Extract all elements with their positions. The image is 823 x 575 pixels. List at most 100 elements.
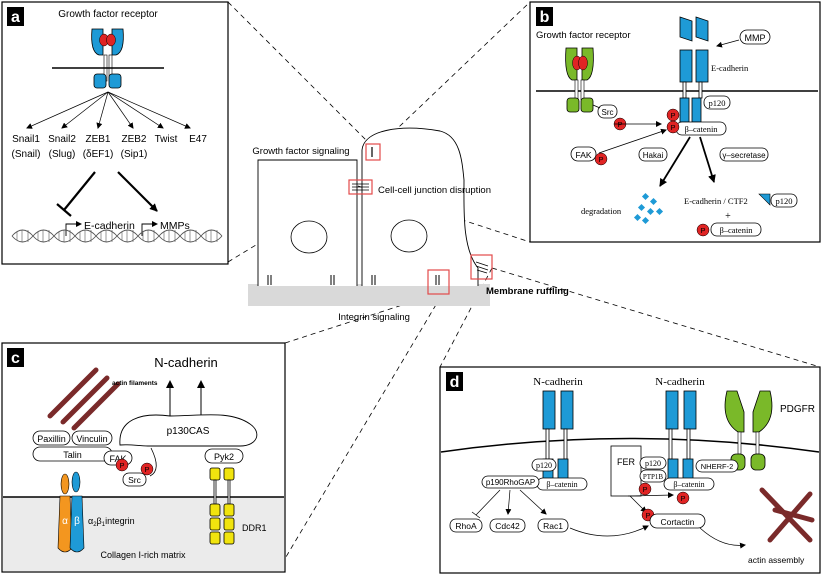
actin-cross-icon bbox=[759, 487, 815, 543]
fer-to-cortactin-arrow bbox=[629, 495, 647, 513]
d-p120-1-label: p120 bbox=[536, 461, 552, 470]
tf-zeb2: ZEB2 bbox=[121, 134, 146, 145]
highlight-box-junction bbox=[348, 179, 373, 195]
mmp-label: MMP bbox=[745, 33, 766, 43]
talin-label: Talin bbox=[63, 450, 82, 460]
tf-alias-snail: (Snail) bbox=[12, 149, 41, 160]
tf-twist: Twist bbox=[155, 134, 178, 145]
fer-label: FER bbox=[617, 457, 636, 467]
panel-c-letter: c bbox=[11, 350, 20, 367]
phospho-fak-c bbox=[115, 458, 129, 472]
panel-a: a Growth factor receptor Snail1 Snail2 Z… bbox=[1, 1, 229, 265]
src-p130-link bbox=[149, 447, 157, 477]
phospho-catenin-d bbox=[676, 491, 690, 505]
rac1-arrow bbox=[519, 489, 547, 515]
src-label: Src bbox=[602, 108, 614, 117]
panel-b-title: Growth factor receptor bbox=[536, 30, 631, 41]
cdc42-node bbox=[489, 518, 526, 533]
hakai-node bbox=[638, 147, 668, 162]
rhoa-label: RhoA bbox=[455, 521, 477, 531]
tf-snail1: Snail1 bbox=[12, 134, 40, 145]
label-junction-disruption: Cell-cell junction disruption bbox=[378, 185, 491, 196]
panel-d-letter-box bbox=[446, 372, 463, 391]
tf-alias-slug: (Slug) bbox=[49, 149, 76, 160]
degradation-fragments-icon bbox=[633, 192, 664, 225]
cdc42-arrow bbox=[505, 489, 512, 515]
pdgfr-icon bbox=[724, 390, 773, 471]
ctf2-fragment-icon bbox=[758, 193, 771, 206]
rhoa-node bbox=[449, 518, 483, 533]
hakai-label: Hakai bbox=[643, 151, 664, 160]
integrin-alpha-label: α bbox=[62, 516, 68, 527]
panel-c-src-label: Src bbox=[128, 475, 142, 485]
phospho-ptp1b-label: P bbox=[642, 485, 647, 494]
free-b-catenin-node bbox=[710, 222, 762, 237]
p190rhogap-label: p190RhoGAP bbox=[486, 478, 535, 487]
panel-c-src-node bbox=[122, 472, 147, 487]
vinculin-node bbox=[71, 430, 113, 446]
d-p120-1-node bbox=[531, 458, 557, 472]
nucleus-right bbox=[390, 219, 428, 253]
e-cadherin-label: E-cadherin bbox=[711, 63, 749, 73]
panel-b: b Growth factor receptor Src P MMP bbox=[529, 1, 821, 243]
cell-right bbox=[361, 127, 479, 286]
cleavage-arrow bbox=[699, 136, 716, 183]
substrate-band bbox=[248, 284, 490, 306]
tf-e47: E47 bbox=[189, 134, 207, 145]
d-catenin-2-node bbox=[663, 477, 715, 491]
actin-assembly-arrow bbox=[699, 527, 746, 549]
ctf2-p120-node bbox=[770, 193, 798, 208]
actin-filaments-icon bbox=[47, 367, 121, 431]
gamma-secretase-node bbox=[719, 147, 769, 162]
fak-label: FAK bbox=[575, 150, 591, 160]
phospho-p130-label: P bbox=[144, 465, 149, 474]
phospho-catenin-d-label: P bbox=[680, 494, 685, 503]
p120-node bbox=[703, 95, 731, 110]
rhoa-inhibit-bar bbox=[471, 511, 481, 519]
phospho-src-label: P bbox=[617, 120, 622, 129]
fak-arrow bbox=[598, 128, 667, 154]
integrin-icon bbox=[57, 471, 85, 553]
highlight-box-receptor bbox=[365, 143, 381, 161]
rac1-label: Rac1 bbox=[543, 521, 563, 531]
tf-snail2: Snail2 bbox=[48, 134, 76, 145]
e-cadherin-icon bbox=[679, 16, 709, 123]
p190rhogap-node bbox=[481, 475, 540, 489]
cdc42-label: Cdc42 bbox=[495, 521, 520, 531]
src-node bbox=[597, 104, 618, 119]
ptp1b-node bbox=[639, 469, 667, 483]
phospho-fak bbox=[594, 152, 608, 166]
panel-b-letter: b bbox=[540, 9, 550, 26]
cell-left bbox=[257, 159, 358, 286]
tf-zeb1: ZEB1 bbox=[85, 134, 110, 145]
panel-a-fan-arrows bbox=[26, 91, 191, 129]
rac1-to-cortactin-arrow bbox=[569, 525, 649, 537]
tf-alias-sip1: (Sip1) bbox=[121, 149, 148, 160]
nherf2-label: NHERF-2 bbox=[701, 462, 734, 471]
p130cas-label: p130CAS bbox=[167, 426, 210, 437]
ddr1-label: DDR1 bbox=[242, 523, 267, 533]
phospho-free-catenin bbox=[696, 223, 710, 237]
d-catenin-2-label: β–catenin bbox=[673, 480, 704, 489]
dna-helix-icon bbox=[11, 229, 223, 243]
tf-alias-def1: (δEF1) bbox=[83, 149, 114, 160]
panel-d: d N-cadherin N-cadherin PDGFR p120 bbox=[439, 366, 821, 574]
integrin-name: α2β1integrin bbox=[88, 516, 135, 528]
panel-b-letter-box bbox=[536, 7, 553, 26]
center-cells: Growth factor signaling Cell-cell juncti… bbox=[248, 127, 569, 323]
phospho-ptp1b bbox=[638, 482, 652, 496]
panel-a-title: Growth factor receptor bbox=[58, 9, 158, 20]
phospho-cortactin-label: P bbox=[645, 511, 650, 520]
label-growth-factor-signaling: Growth factor signaling bbox=[252, 146, 349, 157]
pyk2-label: Pyk2 bbox=[214, 452, 234, 462]
nherf2-node bbox=[695, 459, 739, 473]
pyk2-node bbox=[204, 448, 244, 464]
adhesion-marks bbox=[267, 275, 440, 285]
src-link bbox=[592, 104, 601, 109]
paxillin-node bbox=[32, 430, 71, 446]
phospho-fak-c-label: P bbox=[119, 461, 124, 470]
d-p120-2-node bbox=[639, 456, 667, 470]
panel-a-letter: a bbox=[11, 9, 20, 26]
ctf2-p120-label: p120 bbox=[776, 196, 793, 206]
gene-mmps: MMPs bbox=[160, 220, 190, 232]
